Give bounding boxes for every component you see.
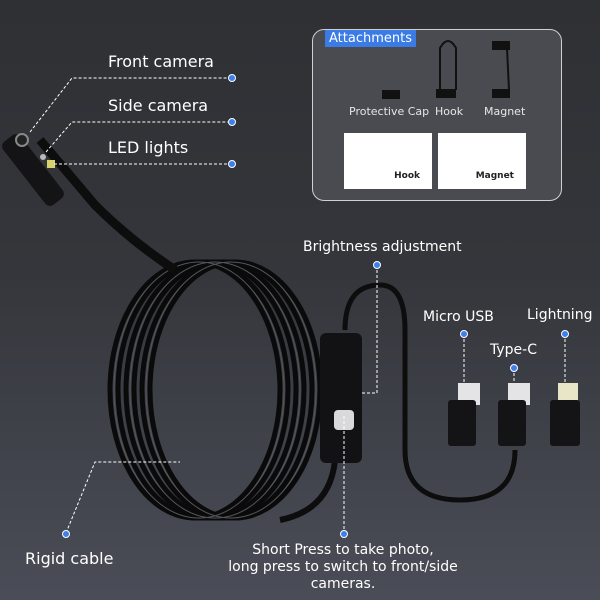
callout-dot [228, 118, 236, 126]
label-lightning: Lightning [527, 307, 593, 323]
callout-dot [373, 261, 381, 269]
callout-dot [228, 74, 236, 82]
label-side-camera: Side camera [108, 96, 209, 115]
label-front-camera: Front camera [108, 52, 214, 71]
label-rigid-cable: Rigid cable [25, 549, 114, 568]
label-type-c: Type-C [490, 342, 537, 358]
callout-dot [62, 530, 70, 538]
label-micro-usb: Micro USB [423, 309, 494, 325]
attachment-hook: Hook [435, 105, 464, 118]
callout-dot [561, 330, 569, 338]
attachment-protective-cap: Protective Cap [349, 105, 430, 118]
magnet-photo: Magnet [438, 133, 526, 189]
attachment-magnet: Magnet [484, 105, 526, 118]
label-brightness: Brightness adjustment [303, 239, 462, 255]
label-led-lights: LED lights [108, 138, 189, 157]
attachments-title: Attachments [325, 30, 416, 47]
callout-dot [460, 330, 468, 338]
hook-photo: Hook [344, 133, 432, 189]
callout-dot [340, 530, 348, 538]
callout-dot [510, 364, 518, 372]
label-button-instructions: Short Press to take photo, long press to… [228, 542, 458, 592]
callout-dot [228, 160, 236, 168]
